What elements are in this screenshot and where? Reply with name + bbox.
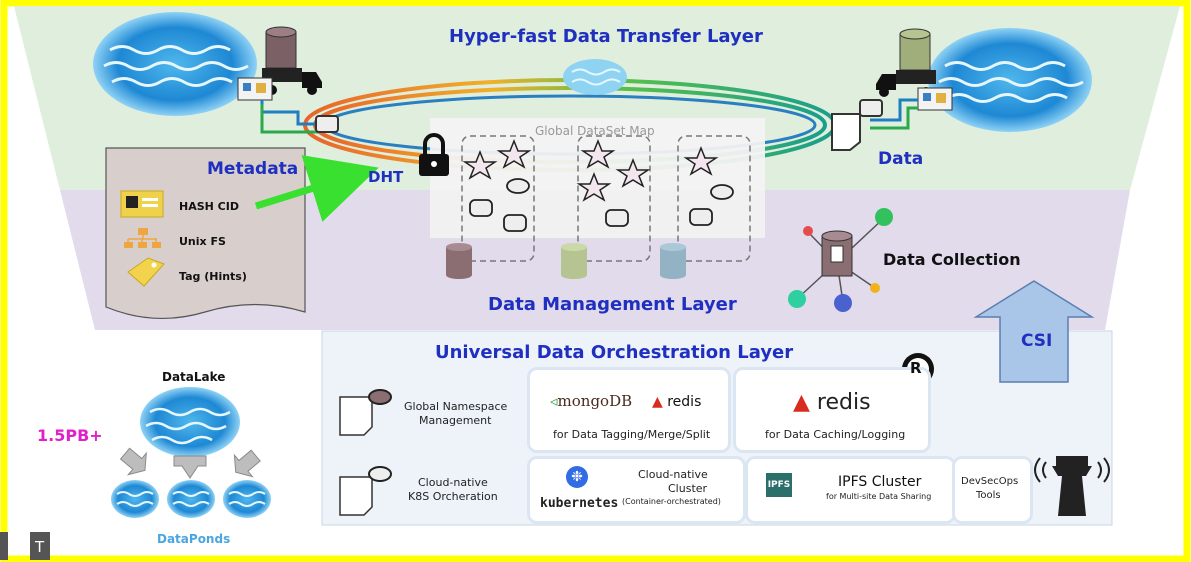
kubernetes-box bbox=[527, 456, 746, 524]
mongodb-redis-box bbox=[527, 367, 731, 453]
tag-icon bbox=[127, 257, 165, 287]
rust-glyph: R bbox=[910, 359, 922, 377]
lake-icon bbox=[111, 480, 159, 518]
database-icon bbox=[446, 243, 472, 279]
document-icon bbox=[339, 389, 392, 436]
namespace-label: Management bbox=[419, 414, 492, 427]
csi-arrow bbox=[973, 280, 1095, 383]
lock-icon bbox=[419, 133, 449, 176]
collection-icon bbox=[788, 208, 893, 312]
k8s-cluster-caption: (Container-orchestrated) bbox=[622, 497, 721, 506]
metadata-item: Tag (Hints) bbox=[179, 270, 247, 283]
flow-arrow bbox=[119, 447, 147, 476]
dht-arrow bbox=[254, 155, 379, 222]
datalake-label: DataLake bbox=[162, 370, 226, 384]
lake-icon bbox=[167, 480, 215, 518]
document-icon bbox=[831, 113, 861, 151]
k8s-cluster-label: Cluster bbox=[668, 482, 708, 495]
dataset-group bbox=[577, 135, 651, 262]
id-card-icon bbox=[120, 190, 164, 218]
connector-plug-icon bbox=[315, 115, 339, 133]
flow-arrow bbox=[173, 455, 207, 479]
data-label: Data bbox=[878, 149, 924, 169]
orchestration-layer-title: Universal Data Orchestration Layer bbox=[435, 342, 794, 363]
dataset-group bbox=[677, 135, 751, 262]
global-map-label: Global DataSet Map bbox=[535, 124, 655, 138]
csi-label: CSI bbox=[1021, 331, 1053, 351]
devsecops-label: Tools bbox=[976, 490, 1001, 501]
network-card-icon bbox=[237, 77, 273, 101]
redis-logo-small: ▲ redis bbox=[652, 394, 702, 410]
metadata-item: Unix FS bbox=[179, 235, 226, 248]
management-layer-band bbox=[60, 190, 1130, 330]
star-icon bbox=[580, 138, 616, 169]
lake-icon bbox=[563, 59, 627, 95]
redis-box bbox=[733, 367, 931, 453]
tagging-caption: for Data Tagging/Merge/Split bbox=[553, 428, 711, 441]
redis-icon: ▲ bbox=[652, 394, 663, 410]
data-node-icon bbox=[469, 199, 493, 217]
corner-block bbox=[30, 532, 50, 560]
transfer-layer-title: Hyper-fast Data Transfer Layer bbox=[449, 26, 763, 47]
lake-icon bbox=[928, 28, 1092, 132]
management-layer-title: Data Management Layer bbox=[488, 294, 737, 315]
dataponds-label: DataPonds bbox=[157, 532, 231, 546]
lake-icon bbox=[93, 12, 257, 116]
ipfs-caption: for Multi-site Data Sharing bbox=[826, 492, 932, 501]
devsecops-box bbox=[952, 456, 1033, 524]
connector-plug-icon bbox=[859, 99, 883, 117]
metadata-item: HASH CID bbox=[179, 200, 239, 213]
data-node-icon bbox=[710, 184, 734, 200]
caching-caption: for Data Caching/Logging bbox=[765, 428, 906, 441]
k8s-label: Cloud-native bbox=[418, 476, 488, 489]
lake-icon bbox=[140, 387, 240, 457]
flow-arrow bbox=[233, 449, 261, 478]
star-icon bbox=[576, 171, 612, 202]
data-node-icon bbox=[503, 214, 527, 232]
tree-icon bbox=[124, 228, 161, 248]
namespace-label: Global Namespace bbox=[404, 400, 508, 413]
data-collection-label: Data Collection bbox=[883, 250, 1021, 269]
kubernetes-logo: kubernetes bbox=[540, 496, 619, 511]
k8s-cluster-label: Cloud-native bbox=[638, 468, 708, 481]
ipfs-title: IPFS Cluster bbox=[838, 474, 922, 490]
star-icon bbox=[496, 138, 532, 169]
redis-logo-large: ▲ redis bbox=[793, 390, 871, 415]
mongodb-leaf-icon: ◃ bbox=[550, 392, 558, 410]
star-icon bbox=[683, 145, 719, 176]
data-node-icon bbox=[605, 209, 629, 227]
document-icon bbox=[339, 466, 392, 516]
mongodb-logo: ◃mongoDB bbox=[550, 392, 633, 410]
star-icon bbox=[462, 149, 498, 180]
network-card-icon bbox=[917, 87, 953, 111]
lake-icon bbox=[223, 480, 271, 518]
devsecops-label: DevSecOps bbox=[961, 476, 1019, 487]
redis-icon: ▲ bbox=[793, 390, 810, 415]
transfer-layer-band bbox=[14, 6, 1180, 190]
truck-icon bbox=[876, 28, 936, 97]
corner-block bbox=[0, 532, 8, 560]
k8s-label: K8S Orcheration bbox=[408, 490, 498, 503]
star-icon bbox=[615, 157, 651, 188]
dataset-group bbox=[461, 135, 535, 262]
corner-glyph: T bbox=[35, 538, 45, 556]
capacity-label: 1.5PB+ bbox=[37, 426, 103, 445]
ipfs-icon: IPFS bbox=[766, 473, 792, 497]
kubernetes-icon: ❉ bbox=[566, 466, 588, 488]
data-node-icon bbox=[689, 208, 713, 226]
database-icon bbox=[660, 243, 686, 279]
dht-label: DHT bbox=[368, 168, 404, 186]
data-node-icon bbox=[506, 178, 530, 194]
database-icon bbox=[561, 243, 587, 279]
control-tower-icon bbox=[1034, 456, 1110, 516]
metadata-label: Metadata bbox=[207, 159, 299, 179]
